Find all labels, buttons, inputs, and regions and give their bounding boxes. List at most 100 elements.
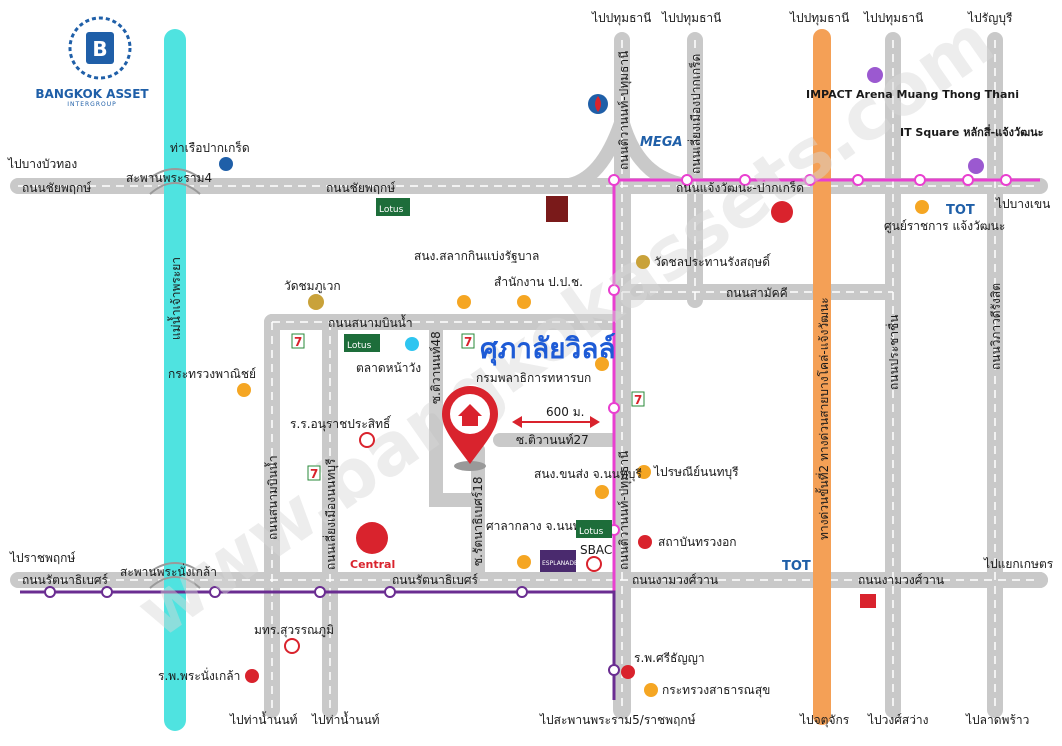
label-tiwanon27: ซ.ติวานนท์27: [516, 433, 589, 447]
label-ngamwongwan-left: ถนนงามวงศ์วาน: [632, 573, 718, 587]
svg-text:MEGA: MEGA: [640, 135, 683, 150]
label-expressway: ทางด่วนขั้นที่2 ทางด่วนสายบางโคล่-แจ้งวั…: [815, 297, 831, 540]
label-rattanathibet18: ซ.รัตนาธิเบศร์18: [471, 476, 485, 566]
poi-army-dept: กรมพลาธิการทหารบก: [476, 371, 591, 385]
label-prachachuen: ถนนประชาชื่น: [885, 315, 901, 390]
label-rattanathibet-left: ถนนรัตนาธิเบศร์: [22, 573, 109, 587]
purple-line: [20, 590, 616, 700]
svg-text:7: 7: [464, 335, 472, 349]
hospital-icon-chest: [638, 535, 652, 549]
poi-chest-institute: สถาบันทรวงอก: [658, 535, 737, 549]
svg-text:Lotus: Lotus: [579, 527, 604, 537]
poi-wat-chomphuwek: วัดชมภูเวก: [284, 279, 341, 294]
edge-bottom-6: ไปลาดพร้าว: [965, 713, 1029, 727]
label-sanambinnam-top: ถนนสนามบินน้ำ: [328, 314, 413, 330]
label-pakkret-bypass: ถนนเลี่ยงเมืองปากเกร็ด: [687, 54, 703, 174]
label-rama4-bridge: สะพานพระราม4: [126, 171, 212, 185]
edge-bottom-4: ไปจตุจักร: [799, 713, 850, 728]
lottery-icon: [457, 295, 471, 309]
major-logo: [546, 196, 568, 222]
the-mall-logo: [860, 594, 876, 608]
tesco-lotus-bottom: Lotus: [576, 520, 612, 538]
brand-name: BANGKOK ASSET: [35, 87, 149, 101]
home-icon: [458, 404, 482, 426]
brand-mark: [86, 32, 114, 64]
hospital-icon-srithanya: [621, 665, 635, 679]
market-icon: [405, 337, 419, 351]
school-icon: [359, 432, 375, 448]
tesco-lotus-mid: Lotus: [344, 334, 380, 352]
poi-ppch: สำนักงาน ป.ป.ช.: [494, 275, 583, 289]
svg-text:ESPLANADE: ESPLANADE: [542, 560, 578, 567]
tesco-lotus-top: Lotus: [376, 198, 410, 216]
impact-icon: [867, 67, 883, 83]
project-title: ศุภาลัยวิลล์: [480, 332, 616, 366]
edge-right-top: ไปบางเขน: [995, 197, 1050, 211]
label-chaiyaphruek-left: ถนนชัยพฤกษ์: [22, 181, 91, 195]
transport-icon: [595, 485, 609, 499]
distance-label: 600 ม.: [546, 405, 584, 419]
ppch-icon: [517, 295, 531, 309]
svg-text:Lotus: Lotus: [347, 341, 372, 351]
hospital-icon-phranangklao: [245, 669, 259, 683]
label-vibhavadi: ถนนวิภาวดีรังสิต: [989, 283, 1003, 370]
project-pin[interactable]: [442, 386, 498, 471]
label-tiwanon-upper: ถนนติวานนท์-ปทุมธานี: [617, 51, 632, 170]
poi-post-office: ไปรษณีย์นนทบุรี: [653, 465, 739, 480]
central-logo-top: [771, 201, 793, 223]
poi-anuban-school: ร.ร.อนุราชประสิทธิ์: [290, 415, 392, 432]
edge-bottom-5: ไปวงศ์สว่าง: [867, 713, 929, 727]
label-chaengwattana: ถนนแจ้งวัฒนะ-ปากเกร็ด: [676, 180, 804, 195]
phranangklao-bridge-b: [149, 562, 201, 573]
svg-text:7: 7: [310, 467, 318, 481]
poi-pakkret-pier: ท่าเรือปากเกร็ด: [170, 140, 250, 155]
edge-bottom-3: ไปสะพานพระราม5/ราชพฤกษ์: [539, 713, 696, 727]
edge-top-4: ไปปทุมธานี: [863, 11, 923, 26]
edge-left-top: ไปบางบัวทอง: [7, 157, 77, 171]
poi-phranangklao-hosp: ร.พ.พระนั่งเกล้า: [158, 667, 240, 683]
label-samakkhi: ถนนสามัคคี: [726, 286, 788, 300]
post-office-icon: [637, 465, 651, 479]
svg-text:7: 7: [294, 335, 302, 349]
edge-left-bottom: ไปราชพฤกษ์: [9, 551, 76, 565]
svg-text:7: 7: [634, 393, 642, 407]
label-liang-nonthaburi: ถนนเลี่ยงเมืองนนทบุรี: [322, 458, 339, 570]
label-phranangklao-bridge: สะพานพระนั่งเกล้า: [120, 563, 217, 579]
edge-bottom-2: ไปท่าน้ำนนท์: [311, 711, 380, 727]
label-rattanathibet-mid: ถนนรัตนาธิเบศร์: [392, 573, 479, 587]
rama4-bridge: [149, 182, 201, 195]
label-tiwanon-lower: ถนนติวานนท์-ปทุมธานี: [617, 451, 632, 570]
temple-icon-chonprathan: [636, 255, 650, 269]
distance-arrow-right: [590, 416, 600, 428]
poi-impact: IMPACT Arena Muang Thong Thani: [806, 88, 1019, 101]
temple-icon-chomphuwek: [308, 294, 324, 310]
seven-eleven-logos: 7 7 7 7: [291, 333, 645, 481]
boat-icon: [219, 157, 233, 171]
edge-top-5: ไปรัญบุรี: [967, 11, 1013, 26]
road-tiwanon-fork-left: [553, 113, 629, 193]
army-icon: [595, 357, 609, 371]
poi-srithanya-hosp: ร.พ.ศรีธัญญา: [634, 651, 705, 665]
label-chaiyaphruek-mid: ถนนชัยพฤกษ์: [326, 181, 395, 195]
edge-bottom-1: ไปท่าน้ำนนท์: [229, 711, 298, 727]
poi-nawang-market: ตลาดหน้าวัง: [356, 361, 421, 375]
mega-logo: MEGA: [640, 135, 683, 150]
poi-wat-chonprathan: วัดชลประทานรังสฤษดิ์: [654, 253, 772, 269]
purple-line-stations: [44, 586, 620, 676]
edge-right-bottom: ไปแยกเกษตร: [983, 557, 1054, 571]
brand-sub: INTERGROUP: [67, 101, 116, 108]
poi-gov-center: ศูนย์ราชการ แจ้งวัฒนะ: [884, 219, 1005, 234]
edge-top-1: ไปปทุมธานี: [591, 11, 651, 26]
edge-top-3: ไปปทุมธานี: [789, 11, 849, 26]
svg-text:Lotus: Lotus: [379, 205, 404, 215]
label-river: แม่น้ำเจ้าพระยา: [167, 257, 183, 340]
poi-suvarnabhumi-univ: มทร.สุวรรณภูมิ: [254, 623, 334, 638]
label-tiwanon48: ซ.ติวานนท์48: [429, 331, 443, 404]
brand-mark-letter: B: [92, 37, 107, 61]
public-health-icon: [644, 683, 658, 697]
ptt-logo: [588, 94, 608, 114]
commerce-icon: [237, 383, 251, 397]
brand-emblem: [68, 16, 132, 80]
gov-center-icon: [915, 200, 929, 214]
